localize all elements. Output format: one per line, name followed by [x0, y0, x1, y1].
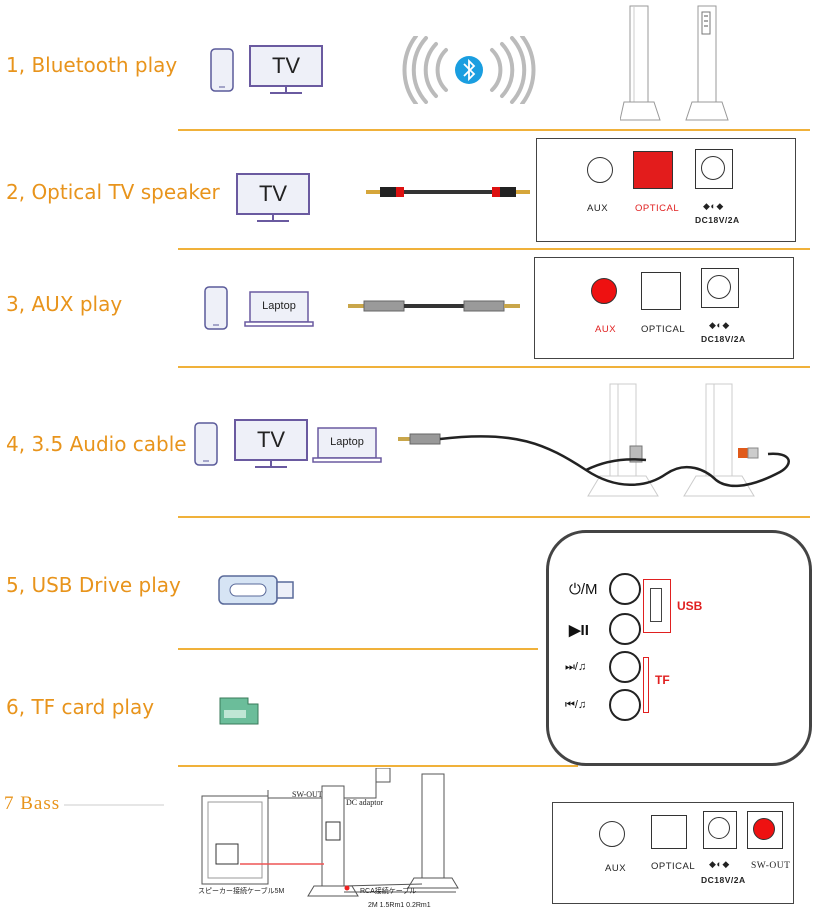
tv-label: TV — [271, 53, 301, 78]
tv-label: TV — [256, 427, 286, 452]
laptop-label: Laptop — [262, 300, 296, 312]
usb-drive-icon — [218, 574, 294, 606]
dc-label: DC18V/2A — [701, 875, 746, 885]
dc-port — [703, 811, 737, 849]
optical-port — [641, 272, 681, 310]
dc-polarity-icon: ◆◐◆ — [709, 320, 730, 330]
dc-polarity-icon: ◆◐◆ — [709, 859, 730, 869]
sw-out-port — [753, 818, 775, 840]
phone-icon — [204, 286, 228, 330]
usb-port-outline — [643, 579, 671, 633]
aux-label: AUX — [595, 324, 617, 335]
divider-2 — [178, 248, 810, 250]
divider-6 — [178, 765, 578, 767]
bass-speaker-cable-label: スピーカー接続ケーブル5M — [198, 888, 285, 895]
mode-label-usb: 5, USB Drive play — [6, 573, 181, 597]
sw-out-port-frame — [747, 811, 783, 849]
bass-cable-length-label: 2M 1.5Rm1 0.2Rm1 — [368, 902, 431, 909]
bass-rca-cable-label: RCA接続ケーブル — [360, 888, 417, 895]
next-volume-button[interactable] — [609, 651, 641, 683]
bass-label-underline — [64, 804, 164, 806]
bluetooth-icon — [398, 34, 540, 106]
mode-label-aux: 3, AUX play — [6, 292, 123, 316]
tf-slot[interactable] — [643, 657, 649, 713]
control-panel: ⏻/M ▶II ⏭/♫ ⏮/♫ USB TF — [546, 530, 812, 766]
mode-label-optical: 2, Optical TV speaker — [6, 180, 220, 204]
tv-icon: TV — [248, 44, 324, 96]
aux-label: AUX — [605, 863, 627, 874]
optical-label: OPTICAL — [635, 203, 680, 214]
usb-label: USB — [677, 599, 703, 613]
tv-icon: TV — [233, 418, 309, 470]
tf-card-icon — [218, 696, 260, 726]
divider-4 — [178, 516, 810, 518]
dc-label: DC18V/2A — [701, 334, 746, 344]
optical-port — [633, 151, 673, 189]
aux-port — [599, 821, 625, 847]
bass-sw-out-label: SW-OUT — [292, 790, 323, 799]
tv-icon: TV — [235, 172, 311, 224]
tv-label: TV — [258, 181, 288, 206]
port-panel-optical: AUX OPTICAL ◆◐◆ DC18V/2A — [536, 138, 796, 242]
dc-port-ring — [708, 817, 730, 839]
power-mode-button[interactable] — [609, 573, 641, 605]
dc-port — [695, 149, 733, 189]
speaker-towers-image — [619, 4, 740, 124]
laptop-icon: Laptop — [312, 426, 382, 464]
next-volume-label: ⏭/♫ — [565, 661, 587, 673]
optical-cable-icon — [366, 182, 530, 202]
optical-port — [651, 815, 687, 849]
audio-cable-towers-image — [396, 380, 816, 510]
bass-wiring-diagram: SW-OUT DC adaptor スピーカー接続ケーブル5M RCA接続ケーブ… — [196, 767, 476, 914]
phone-icon — [194, 422, 218, 466]
mode-label-audio-cable: 4, 3.5 Audio cable — [6, 432, 187, 456]
usb-port[interactable] — [650, 588, 662, 622]
laptop-label: Laptop — [330, 436, 364, 448]
power-mode-label: ⏻/M — [569, 581, 598, 598]
aux-port — [587, 157, 613, 183]
dc-label: DC18V/2A — [695, 215, 740, 225]
dc-polarity-icon: ◆◐◆ — [703, 201, 724, 211]
divider-5 — [178, 648, 538, 650]
optical-label: OPTICAL — [651, 861, 696, 872]
mode-label-tf: 6, TF card play — [6, 695, 155, 719]
laptop-icon: Laptop — [244, 290, 314, 328]
divider-3 — [178, 366, 810, 368]
play-pause-button[interactable] — [609, 613, 641, 645]
aux-cable-icon — [348, 298, 520, 314]
bass-dc-adaptor-label: DC adaptor — [346, 798, 384, 807]
phone-icon — [210, 48, 234, 92]
port-panel-bass: AUX OPTICAL ◆◐◆ DC18V/2A SW-OUT — [552, 802, 794, 904]
dc-port-ring — [701, 156, 725, 180]
divider-1 — [178, 129, 810, 131]
port-panel-aux: AUX OPTICAL ◆◐◆ DC18V/2A — [534, 257, 794, 359]
dc-port-ring — [707, 275, 731, 299]
mode-label-bass: 7 Bass — [4, 793, 61, 814]
aux-label: AUX — [587, 203, 609, 214]
sw-out-label: SW-OUT — [751, 861, 791, 871]
play-pause-label: ▶II — [569, 622, 589, 639]
aux-port — [591, 278, 617, 304]
tf-label: TF — [655, 673, 670, 687]
dc-port — [701, 268, 739, 308]
prev-volume-label: ⏮/♫ — [565, 699, 587, 711]
prev-volume-button[interactable] — [609, 689, 641, 721]
optical-label: OPTICAL — [641, 324, 686, 335]
mode-label-bluetooth: 1, Bluetooth play — [6, 53, 178, 77]
